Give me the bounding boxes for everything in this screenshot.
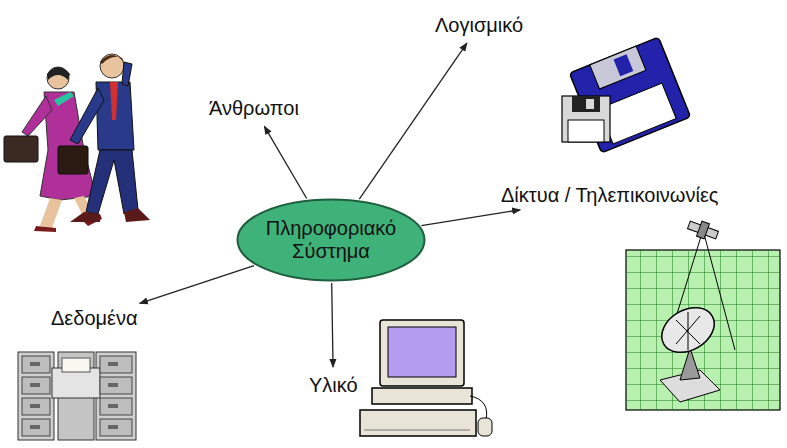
component-label: Λογισμικό xyxy=(435,14,523,37)
component-label: Υλικό xyxy=(309,374,358,397)
hardware-computer xyxy=(360,320,492,436)
hardware-label: Υλικό xyxy=(306,372,361,399)
drawer xyxy=(100,398,132,415)
drawer-handle xyxy=(30,362,40,366)
component-label: Άνθρωποι xyxy=(209,97,299,120)
drawer xyxy=(100,419,132,436)
arrow-connector xyxy=(264,126,306,198)
network-illustration xyxy=(626,217,780,410)
drawer-handle xyxy=(108,404,118,408)
people-illustration xyxy=(4,54,150,232)
arrow-connector xyxy=(140,266,254,304)
drawer-handle xyxy=(30,404,40,408)
drawer xyxy=(100,356,132,373)
system-title: Πληροφοριακό Σύστημα xyxy=(256,217,406,263)
arrow-connector xyxy=(332,283,333,367)
data-label: Δεδομένα xyxy=(48,305,141,332)
drawer-handle xyxy=(108,383,118,387)
data-cabinets xyxy=(18,352,136,440)
component-label: Δίκτυα / Τηλεπικοινωνίες xyxy=(501,184,718,207)
drawer xyxy=(22,398,50,415)
software-floppies xyxy=(562,37,691,153)
component-label: Δεδομένα xyxy=(51,307,138,330)
information-system-ellipse: Πληροφοριακό Σύστημα xyxy=(236,198,426,282)
drawer-handle xyxy=(108,425,118,429)
network-label: Δίκτυα / Τηλεπικοινωνίες xyxy=(498,182,721,209)
arrow-connector xyxy=(421,210,520,226)
drawer xyxy=(100,377,132,394)
people-label: Άνθρωποι xyxy=(206,95,302,122)
drawer-handle xyxy=(30,383,40,387)
arrow-connector xyxy=(359,43,467,199)
drawer xyxy=(22,377,50,394)
drawer xyxy=(22,419,50,436)
software-label: Λογισμικό xyxy=(432,12,526,39)
drawer xyxy=(22,356,50,373)
drawer-handle xyxy=(108,362,118,366)
drawer-handle xyxy=(30,425,40,429)
